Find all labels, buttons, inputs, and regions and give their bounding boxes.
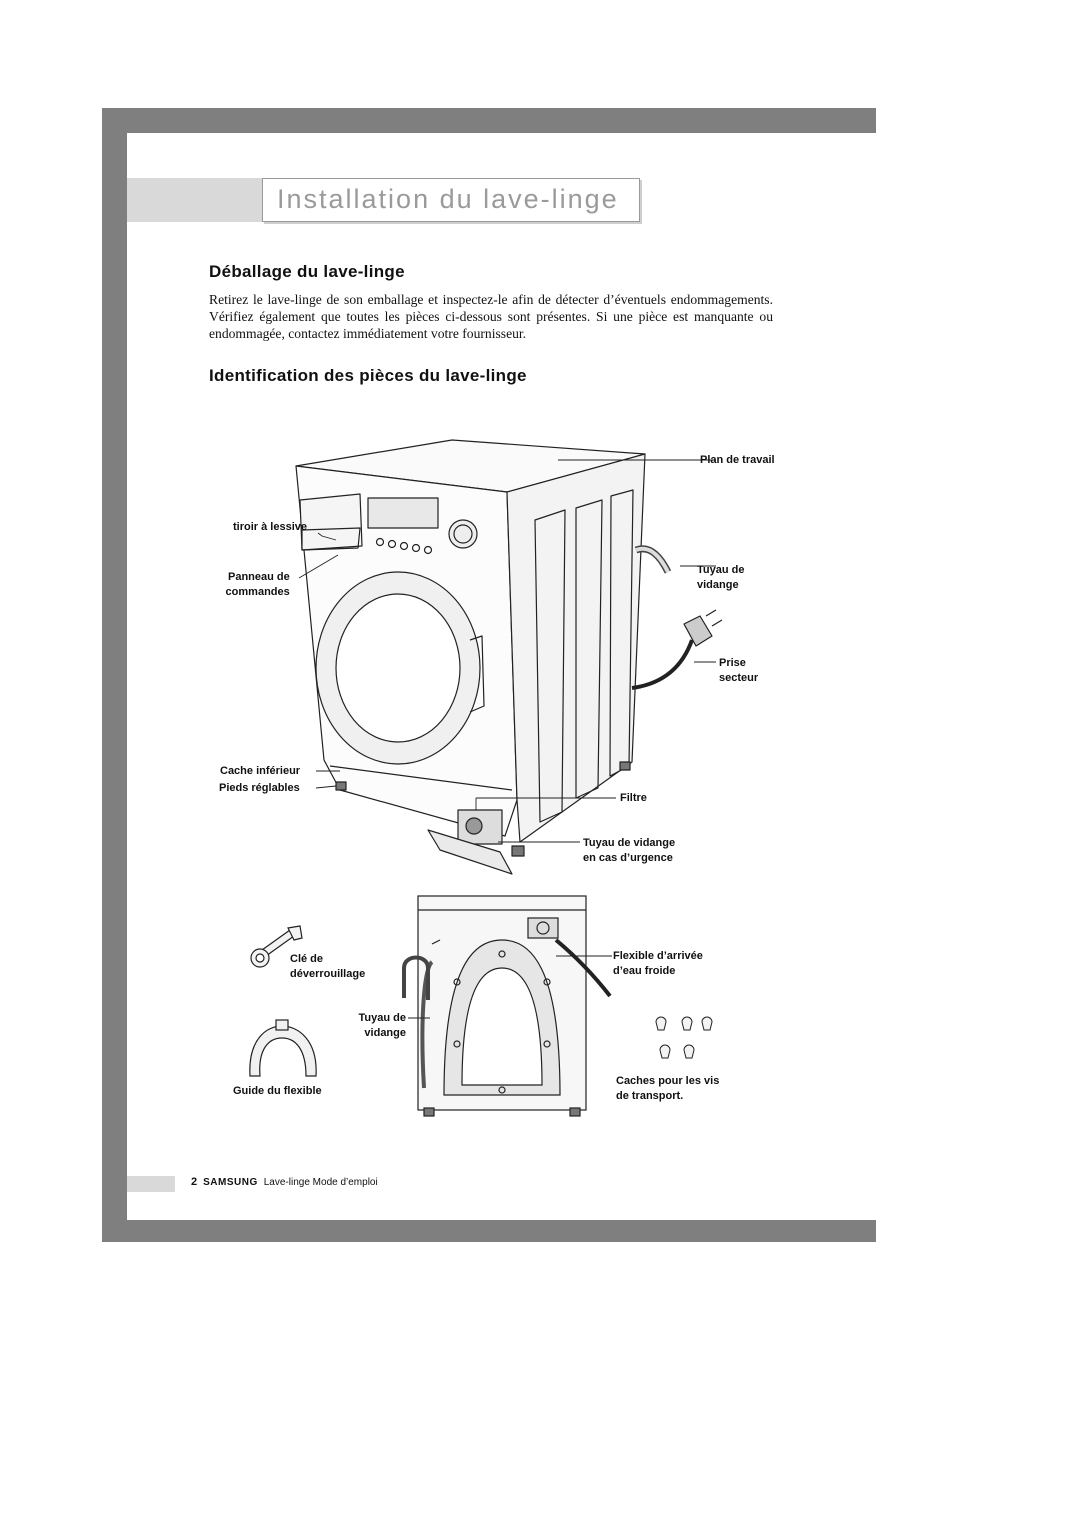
page-title: Installation du lave-linge bbox=[277, 184, 619, 214]
title-box: Installation du lave-linge bbox=[262, 178, 640, 222]
page-footer: 2 SAMSUNG Lave-linge Mode d’emploi bbox=[191, 1176, 378, 1188]
page-number: 2 bbox=[191, 1176, 198, 1188]
unpacking-heading: Déballage du lave-linge bbox=[209, 262, 405, 281]
label-prise-secteur: Prise secteur bbox=[719, 656, 758, 686]
page-frame-left bbox=[102, 108, 127, 1242]
label-prise-line2: secteur bbox=[719, 672, 759, 684]
footer-manual: Lave-linge Mode d’emploi bbox=[263, 1177, 378, 1188]
label-panneau-line1: Panneau de bbox=[228, 571, 290, 583]
label-cle: Clé de déverrouillage bbox=[290, 952, 365, 982]
label-filtre: Filtre bbox=[620, 792, 647, 804]
label-guide-flexible: Guide du flexible bbox=[233, 1085, 322, 1097]
label-plan-de-travail: Plan de travail bbox=[700, 454, 775, 466]
label-caches-line2: de transport. bbox=[616, 1090, 684, 1102]
parts-heading: Identification des pièces du lave-linge bbox=[209, 366, 527, 385]
label-pieds-reglables: Pieds réglables bbox=[219, 782, 300, 794]
label-flexible-line2: d’eau froide bbox=[613, 965, 676, 977]
label-tuyau-accessoire: Tuyau de vidange bbox=[350, 1011, 406, 1041]
label-flexible-arrivee: Flexible d’arrivée d’eau froide bbox=[613, 949, 703, 979]
label-panneau-line2: commandes bbox=[225, 586, 290, 598]
label-tuyau-vidange-line2: vidange bbox=[697, 579, 739, 591]
page-frame-bottom bbox=[102, 1220, 876, 1242]
label-cle-line2: déverrouillage bbox=[290, 968, 366, 980]
label-tuyau-vidange-line1: Tuyau de bbox=[697, 564, 745, 576]
title-band bbox=[127, 178, 262, 222]
footer-brand: SAMSUNG bbox=[203, 1177, 258, 1188]
label-tiroir: tiroir à lessive bbox=[233, 521, 307, 533]
label-tuyau-urgence: Tuyau de vidange en cas d’urgence bbox=[583, 836, 675, 866]
unpacking-text: Retirez le lave-linge de son emballage e… bbox=[209, 292, 773, 341]
label-tuyau-acc-line1: Tuyau de bbox=[358, 1012, 406, 1024]
label-urgence-line2: en cas d’urgence bbox=[583, 852, 673, 864]
label-cache-inferieur: Cache inférieur bbox=[220, 765, 301, 777]
page-frame-top bbox=[102, 108, 876, 133]
footer-band bbox=[127, 1176, 175, 1192]
label-prise-line1: Prise bbox=[719, 657, 746, 669]
label-caches-vis: Caches pour les vis de transport. bbox=[616, 1074, 719, 1104]
label-tuyau-acc-line2: vidange bbox=[364, 1027, 406, 1039]
label-tuyau-vidange: Tuyau de vidange bbox=[697, 563, 744, 593]
label-panneau: Panneau de commandes bbox=[226, 570, 290, 600]
label-cle-line1: Clé de bbox=[290, 953, 324, 965]
label-caches-line1: Caches pour les vis bbox=[616, 1075, 720, 1087]
label-urgence-line1: Tuyau de vidange bbox=[583, 837, 676, 849]
label-flexible-line1: Flexible d’arrivée bbox=[613, 950, 703, 962]
